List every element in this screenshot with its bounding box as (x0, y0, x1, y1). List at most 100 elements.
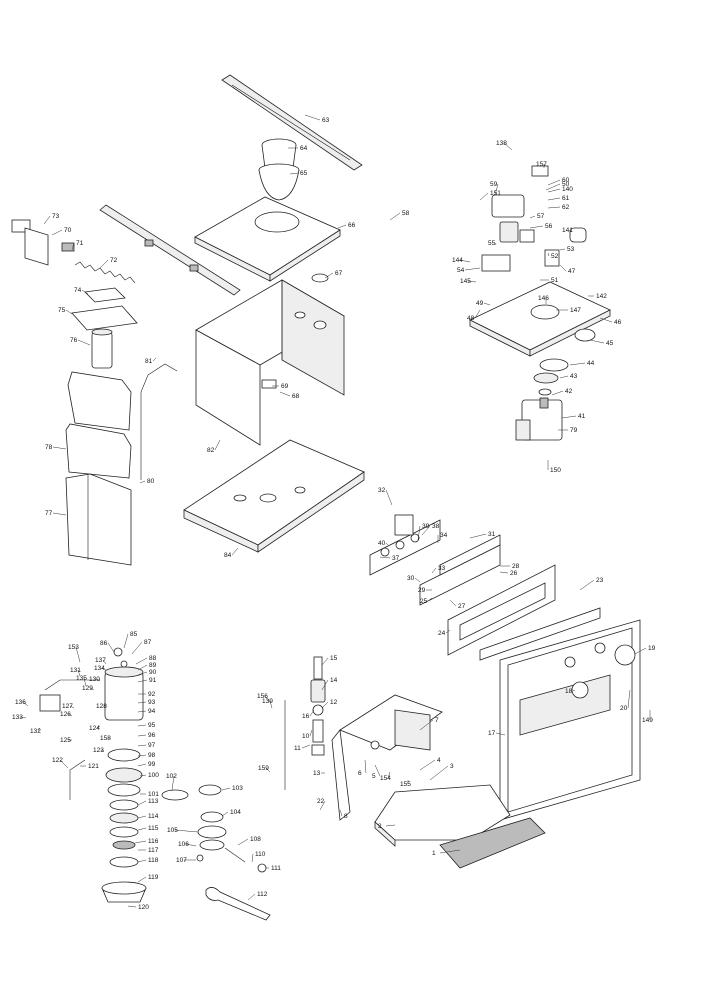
leader-line-114 (137, 815, 147, 819)
leader-line-145 (467, 280, 477, 283)
leader-line-57 (529, 215, 536, 219)
callout-60: 60 (562, 177, 570, 184)
callout-38: 38 (432, 523, 440, 530)
leader-line-33 (431, 567, 437, 574)
callout-7: 7 (435, 717, 439, 724)
callout-133: 133 (12, 714, 23, 721)
callout-31: 31 (488, 531, 496, 538)
callout-131: 131 (70, 667, 81, 674)
leader-line-88 (135, 657, 148, 665)
callout-14: 14 (330, 677, 338, 684)
callout-87: 87 (144, 639, 152, 646)
callout-156: 156 (257, 693, 268, 700)
filter-cylinder-part (91, 328, 113, 369)
callout-3: 3 (450, 763, 454, 770)
callout-51: 51 (551, 277, 559, 284)
side-rail-part (99, 204, 241, 296)
leader-line-85 (123, 633, 129, 649)
leader-line-46 (599, 317, 613, 323)
leader-line-118 (137, 859, 147, 863)
callout-126: 126 (60, 711, 71, 718)
callout-96: 96 (148, 732, 156, 739)
callout-47: 47 (568, 268, 576, 275)
leader-line-129 (89, 687, 95, 691)
steam-wand-part (284, 656, 326, 790)
callout-22: 22 (317, 798, 325, 805)
leader-line-63 (304, 114, 321, 121)
leader-line-61 (547, 197, 561, 201)
callout-150: 150 (550, 467, 561, 474)
leader-line-95 (137, 724, 147, 727)
callout-65: 65 (300, 170, 308, 177)
leader-line-50 (545, 183, 561, 191)
leader-line-131 (77, 669, 81, 677)
callout-146: 146 (538, 295, 549, 302)
callout-91: 91 (149, 677, 157, 684)
leader-line-18 (572, 689, 576, 692)
callout-40: 40 (378, 540, 386, 547)
callout-157: 157 (536, 161, 547, 168)
callout-66: 66 (348, 222, 356, 229)
callout-68: 68 (292, 393, 300, 400)
callout-120: 120 (138, 904, 149, 911)
leader-line-12 (321, 701, 329, 709)
leader-line-154 (387, 771, 391, 779)
leader-line-91 (137, 679, 148, 683)
callout-90: 90 (149, 669, 157, 676)
callout-93: 93 (148, 699, 156, 706)
control-panel-part (447, 564, 556, 656)
leader-line-58 (389, 212, 401, 221)
leader-line-19 (634, 647, 647, 655)
leader-line-122 (59, 759, 69, 769)
leader-line-3 (429, 765, 449, 781)
callout-137: 137 (95, 657, 106, 664)
leader-line-47 (559, 264, 567, 272)
leader-line-31 (469, 533, 487, 539)
leader-line-82 (214, 439, 221, 451)
callout-88: 88 (149, 655, 157, 662)
callout-18: 18 (565, 688, 573, 695)
leader-line-70 (51, 229, 63, 236)
callout-98: 98 (148, 752, 156, 759)
leader-line-55 (494, 242, 497, 246)
leader-line-94 (137, 710, 147, 713)
leader-line-38 (421, 525, 431, 536)
callout-13: 13 (313, 770, 321, 777)
callout-110: 110 (255, 851, 266, 858)
steam-pipe-part (140, 363, 178, 480)
leader-line-27 (449, 599, 457, 607)
leader-line-30 (414, 577, 421, 583)
callout-132: 132 (30, 728, 41, 735)
leader-line-139 (269, 700, 273, 709)
callout-129: 129 (82, 685, 93, 692)
leader-line-110 (251, 853, 254, 863)
callout-77: 77 (45, 510, 53, 517)
leader-line-5 (374, 764, 381, 777)
callout-142: 142 (596, 293, 607, 300)
leader-line-98 (137, 754, 147, 757)
callout-116: 116 (148, 838, 159, 845)
callout-115: 115 (148, 825, 159, 832)
leader-line-22 (319, 800, 326, 811)
leader-line-25 (427, 597, 433, 602)
callout-73: 73 (52, 213, 60, 220)
callout-121: 121 (88, 763, 99, 770)
callout-113: 113 (148, 798, 159, 805)
leader-line-133 (19, 716, 27, 719)
callout-17: 17 (488, 730, 496, 737)
leader-line-10 (309, 729, 313, 737)
leader-line-49 (483, 302, 491, 306)
hopper-part (311, 273, 329, 283)
callout-58: 58 (402, 210, 410, 217)
leader-line-137 (102, 659, 107, 665)
callout-82: 82 (207, 447, 215, 454)
leader-line-75 (65, 309, 73, 315)
callout-159: 159 (258, 765, 269, 772)
callout-69: 69 (281, 383, 289, 390)
callout-20: 20 (620, 705, 628, 712)
callout-100: 100 (148, 772, 159, 779)
leader-line-6 (364, 759, 367, 774)
callout-78: 78 (45, 444, 53, 451)
